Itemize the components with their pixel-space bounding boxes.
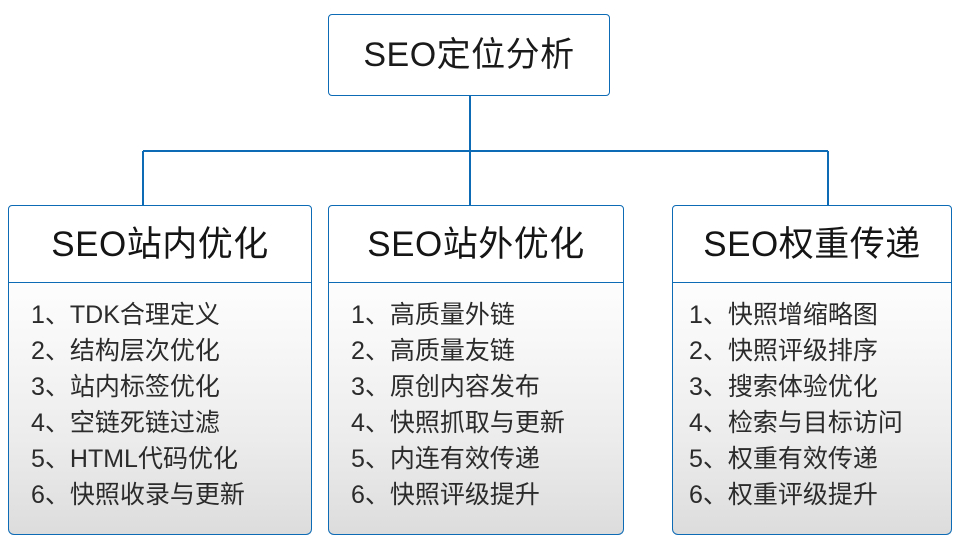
list-item[interactable]: 3、搜索体验优化 — [689, 373, 878, 401]
list-item[interactable]: 2、结构层次优化 — [31, 337, 220, 365]
list-item[interactable]: 1、高质量外链 — [351, 301, 515, 329]
list-item[interactable]: 5、HTML代码优化 — [31, 445, 238, 473]
list-item[interactable]: 5、权重有效传递 — [689, 445, 878, 473]
list-item[interactable]: 2、快照评级排序 — [689, 337, 878, 365]
list-item[interactable]: 6、快照收录与更新 — [31, 481, 245, 509]
list-item[interactable]: 3、原创内容发布 — [351, 373, 540, 401]
list-item[interactable]: 2、高质量友链 — [351, 337, 515, 365]
branch-header-label-1: SEO站内优化 — [51, 224, 269, 264]
list-item[interactable]: 6、快照评级提升 — [351, 481, 540, 509]
branch-list-3: 1、快照增缩略图 2、快照评级排序 3、搜索体验优化 4、检索与目标访问 5、权… — [673, 297, 951, 513]
list-item[interactable]: 3、站内标签优化 — [31, 373, 220, 401]
root-node-label: SEO定位分析 — [363, 36, 575, 74]
list-item[interactable]: 1、快照增缩略图 — [689, 301, 878, 329]
list-item[interactable]: 1、TDK合理定义 — [31, 301, 220, 329]
branch-body-1: 1、TDK合理定义 2、结构层次优化 3、站内标签优化 4、空链死链过滤 5、H… — [8, 283, 312, 535]
branch-header-3[interactable]: SEO权重传递 — [672, 205, 952, 283]
branch-header-label-2: SEO站外优化 — [367, 224, 585, 264]
branch-body-3: 1、快照增缩略图 2、快照评级排序 3、搜索体验优化 4、检索与目标访问 5、权… — [672, 283, 952, 535]
branch-list-1: 1、TDK合理定义 2、结构层次优化 3、站内标签优化 4、空链死链过滤 5、H… — [9, 297, 311, 513]
branch-column-1: SEO站内优化 1、TDK合理定义 2、结构层次优化 3、站内标签优化 4、空链… — [8, 205, 312, 535]
branch-header-2[interactable]: SEO站外优化 — [328, 205, 624, 283]
root-node[interactable]: SEO定位分析 — [328, 14, 610, 96]
list-item[interactable]: 4、快照抓取与更新 — [351, 409, 565, 437]
branch-column-3: SEO权重传递 1、快照增缩略图 2、快照评级排序 3、搜索体验优化 4、检索与… — [672, 205, 952, 535]
branch-list-2: 1、高质量外链 2、高质量友链 3、原创内容发布 4、快照抓取与更新 5、内连有… — [329, 297, 623, 513]
branch-column-2: SEO站外优化 1、高质量外链 2、高质量友链 3、原创内容发布 4、快照抓取与… — [328, 205, 624, 535]
list-item[interactable]: 4、检索与目标访问 — [689, 409, 903, 437]
branch-header-label-3: SEO权重传递 — [703, 224, 921, 264]
branch-body-2: 1、高质量外链 2、高质量友链 3、原创内容发布 4、快照抓取与更新 5、内连有… — [328, 283, 624, 535]
branch-header-1[interactable]: SEO站内优化 — [8, 205, 312, 283]
list-item[interactable]: 5、内连有效传递 — [351, 445, 540, 473]
list-item[interactable]: 6、权重评级提升 — [689, 481, 878, 509]
list-item[interactable]: 4、空链死链过滤 — [31, 409, 220, 437]
